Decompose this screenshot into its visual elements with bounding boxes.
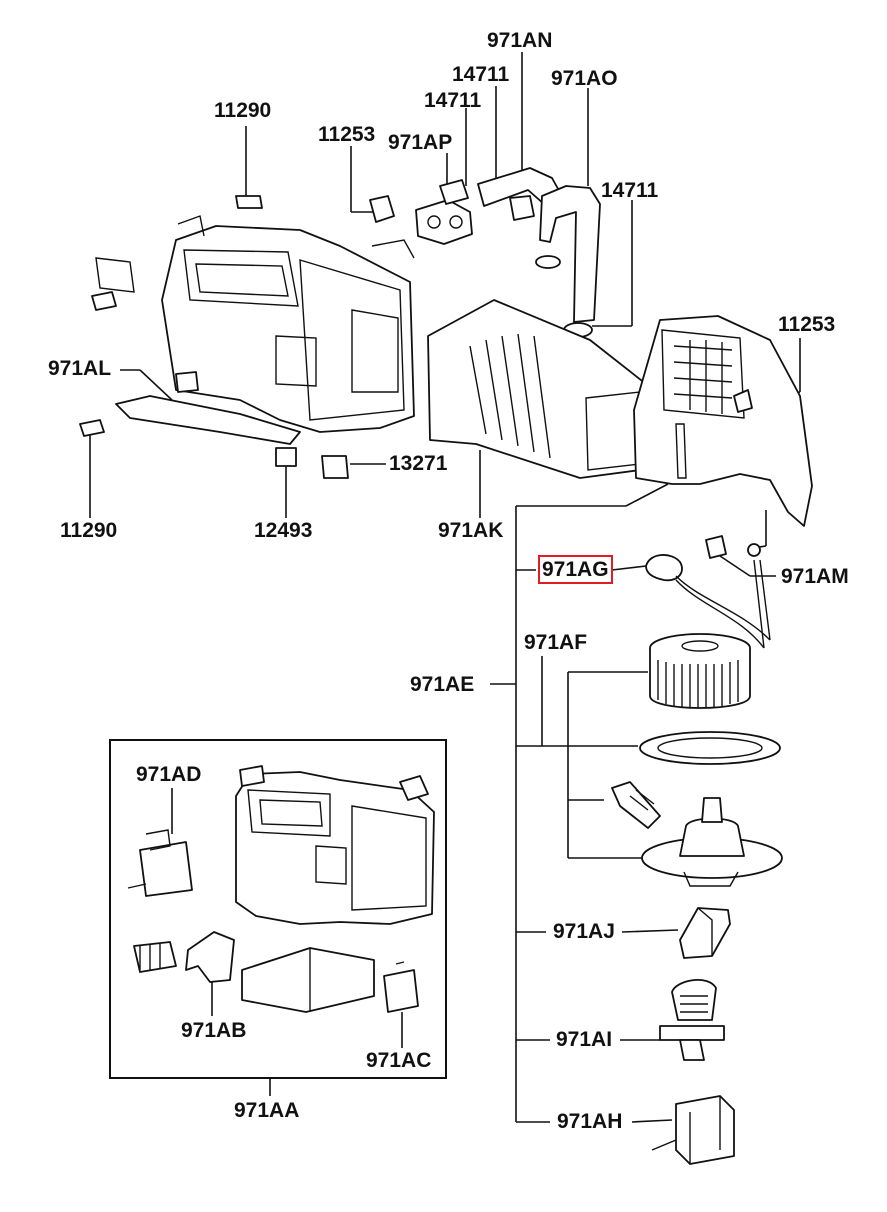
part-label-971AE[interactable]: 971AE bbox=[410, 673, 475, 696]
part-label-12493[interactable]: 12493 bbox=[254, 519, 313, 542]
part-label-971AM[interactable]: 971AM bbox=[781, 565, 849, 588]
part-label-971AP[interactable]: 971AP bbox=[388, 131, 453, 154]
part-label-971AG[interactable]: 971AG bbox=[538, 555, 613, 584]
part-label-13271[interactable]: 13271 bbox=[389, 452, 448, 475]
inset-heater-drawing bbox=[127, 765, 435, 1013]
assembly-inset-box bbox=[109, 739, 447, 1079]
part-label-971AF[interactable]: 971AF bbox=[524, 631, 588, 654]
wiring-drawing bbox=[645, 535, 771, 649]
part-label-971AA[interactable]: 971AA bbox=[234, 1099, 300, 1122]
part-label-971AK[interactable]: 971AK bbox=[438, 519, 504, 542]
part-label-11290-a[interactable]: 11290 bbox=[214, 99, 272, 122]
part-label-971AJ[interactable]: 971AJ bbox=[553, 920, 615, 943]
blower-motor-drawing bbox=[611, 633, 783, 887]
part-label-971AB[interactable]: 971AB bbox=[181, 1019, 247, 1042]
part-label-14711-c[interactable]: 14711 bbox=[601, 179, 659, 202]
part-label-11253-a[interactable]: 11253 bbox=[318, 123, 376, 146]
duct-drawing bbox=[427, 299, 647, 479]
part-label-971AH[interactable]: 971AH bbox=[557, 1110, 623, 1133]
part-label-11290-b[interactable]: 11290 bbox=[60, 519, 118, 542]
hoses-drawing bbox=[415, 167, 601, 338]
part-label-11253-b[interactable]: 11253 bbox=[778, 313, 836, 336]
part-label-971AC[interactable]: 971AC bbox=[366, 1049, 432, 1072]
blower-housing-drawing bbox=[633, 315, 813, 527]
part-label-971AN[interactable]: 971AN bbox=[487, 29, 553, 52]
part-label-971AI[interactable]: 971AI bbox=[556, 1028, 613, 1051]
part-label-971AD[interactable]: 971AD bbox=[136, 763, 202, 786]
control-parts-drawing bbox=[651, 907, 735, 1165]
part-label-971AO[interactable]: 971AO bbox=[551, 67, 618, 90]
part-label-14711-b[interactable]: 14711 bbox=[424, 89, 482, 112]
part-label-971AL[interactable]: 971AL bbox=[48, 357, 112, 380]
heater-unit-drawing bbox=[79, 195, 415, 479]
part-label-14711-a[interactable]: 14711 bbox=[452, 63, 510, 86]
